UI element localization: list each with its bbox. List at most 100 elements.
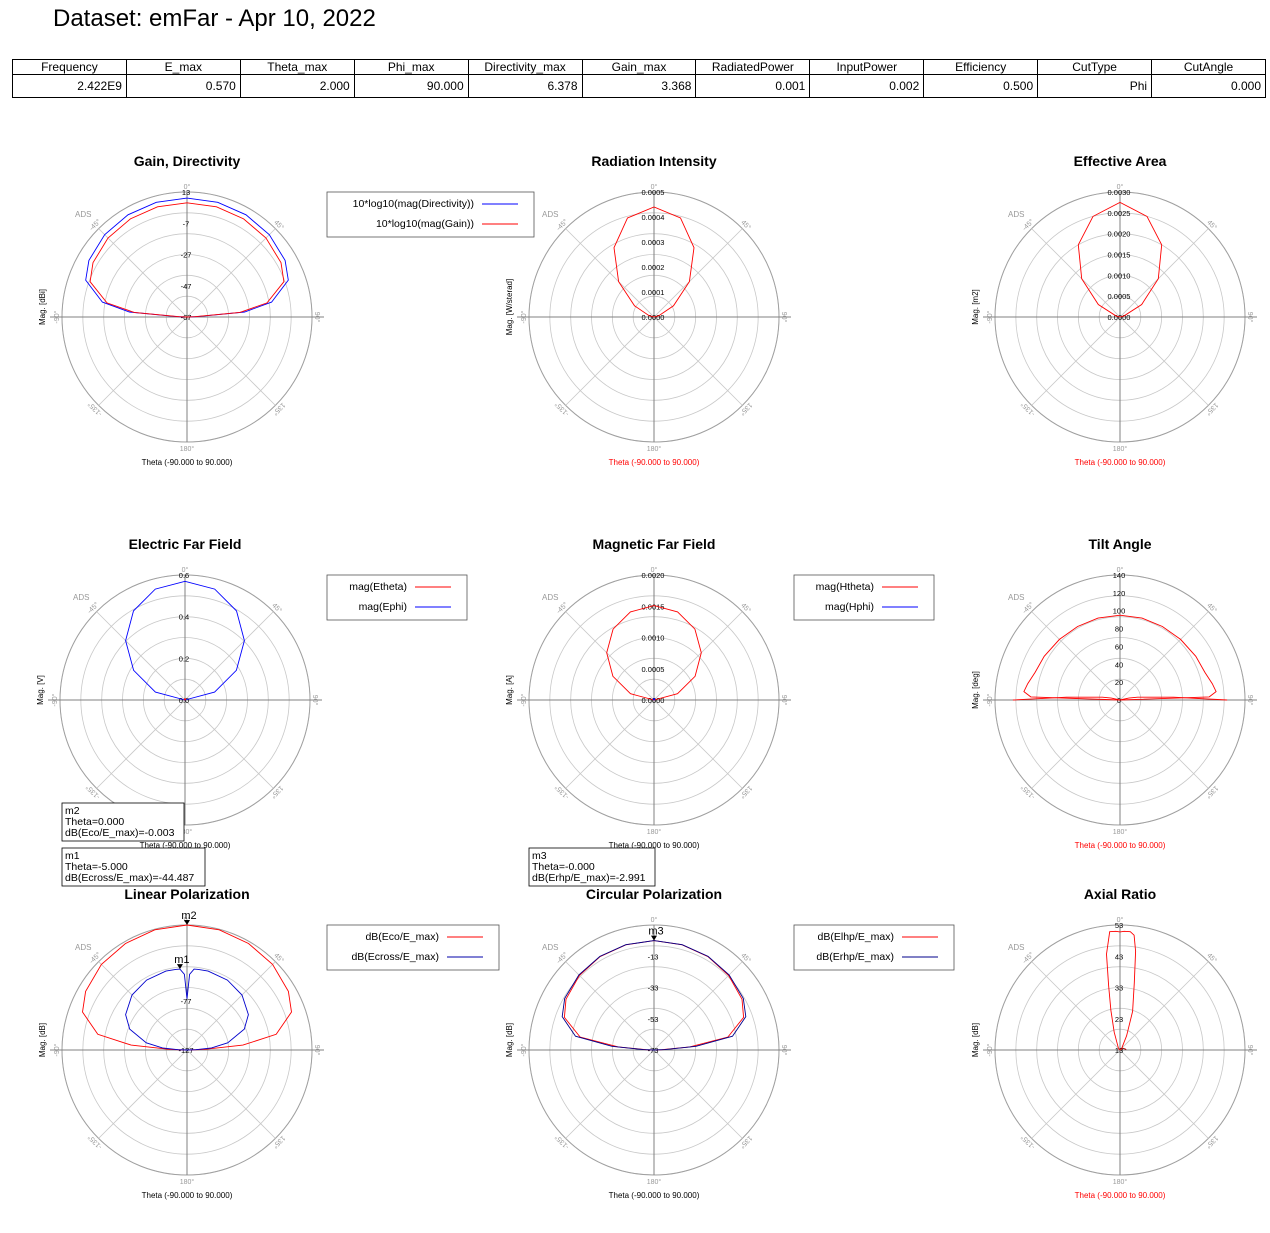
marker-readout-text: Theta=-5.000 [65,861,128,873]
radial-tick-label: 13 [1115,1046,1123,1055]
radial-tick-label: 0.0010 [1108,271,1131,280]
table-cell: 0.570 [125,74,241,98]
angle-label: 0° [1117,916,1124,924]
radial-tick-label: 140 [1113,571,1126,580]
angle-label: 180° [178,828,193,836]
radial-tick-label: -77 [181,997,192,1006]
chart-title: Tilt Angle [1089,536,1152,552]
column-header: CutAngle [1151,59,1266,75]
radial-tick-label: -53 [648,1015,659,1024]
angle-label: 90° [780,695,788,706]
radial-tick-label: 40 [1115,660,1123,669]
radial-tick-label: 0.0010 [642,634,665,643]
marker-label: m1 [174,954,189,966]
column-header: Directivity_max [467,59,583,75]
legend-label: mag(Hphi) [825,601,874,613]
watermark: ADS [1008,943,1024,952]
angle-label: 90° [1246,1045,1254,1056]
series-line [1119,696,1228,701]
radial-tick-label: -67 [181,313,192,322]
table-cell: 2.422E9 [12,74,127,98]
angle-label: 180° [180,1178,195,1186]
angle-label: -90° [51,693,59,706]
x-axis-label: Theta (-90.000 to 90.000) [142,458,233,467]
angle-label: 0° [651,566,658,574]
chart-effective-area: Effective Area0°45°90°135°180°-135°-90°-… [971,153,1257,467]
chart-title: Effective Area [1074,153,1167,169]
radial-tick-label: 0.0020 [1108,230,1131,239]
legend-label: dB(Elhp/E_max) [818,931,894,943]
watermark: ADS [73,593,89,602]
series-line [652,697,656,701]
chart-title: Circular Polarization [586,886,722,902]
y-axis-label: Mag. [V] [36,675,45,705]
radial-tick-label: 80 [1115,625,1123,634]
angle-label: 180° [647,828,662,836]
angle-label: -90° [986,1043,994,1056]
table-cell: 90.000 [353,74,469,98]
marker-readout-text: dB(Erhp/E_max)=-2.991 [532,872,646,884]
marker-triangle [184,920,190,926]
y-axis-label: Mag. [W/sterad] [505,279,514,335]
radial-tick-label: 20 [1115,678,1123,687]
chart-title: Magnetic Far Field [593,536,716,552]
marker-label: m2 [181,910,196,922]
legend-label: mag(Htheta) [816,581,874,593]
radial-tick-label: 60 [1115,642,1123,651]
angle-label: 0° [182,566,189,574]
x-axis-label: Theta (-90.000 to 90.000) [609,841,700,850]
angle-label: 0° [1117,566,1124,574]
legend-box [326,574,468,621]
legend-label: mag(Etheta) [349,581,407,593]
series-line [89,202,285,318]
radial-tick-label: 33 [1115,984,1123,993]
radial-tick-label: 0.0015 [642,602,665,611]
column-header: InputPower [809,59,925,75]
angle-label: -90° [520,1043,528,1056]
y-axis-label: Mag. [dBi] [38,289,47,325]
angle-label: 0° [184,916,191,924]
radial-tick-label: -127 [178,1046,193,1055]
marker-readout-text: m2 [65,805,80,817]
angle-label: 90° [780,312,788,323]
page-title: Dataset: emFar - Apr 10, 2022 [53,5,376,32]
radial-tick-label: 0.6 [179,571,189,580]
marker-triangle [651,935,657,941]
radial-tick-label: 23 [1115,1015,1123,1024]
chart-electric-far-field: Electric Far Field0°45°90°135°180°-135°-… [36,536,468,850]
column-header: RadiatedPower [695,59,811,75]
radial-tick-label: 0.0005 [642,665,665,674]
marker-label: m3 [648,926,663,938]
radial-tick-label: 0.2 [179,654,189,663]
angle-label: 0° [651,183,658,191]
radial-tick-label: 100 [1113,607,1126,616]
angle-label: -90° [986,310,994,323]
chart-linear-polarization: Linear Polarization0°45°90°135°180°-135°… [38,802,500,1200]
series-line [1012,696,1121,701]
watermark: ADS [75,210,91,219]
marker-readout-text: dB(Eco/E_max)=-0.003 [65,827,175,839]
chart-title: Electric Far Field [129,536,242,552]
angle-label: -90° [53,1043,61,1056]
legend-label: mag(Ephi) [359,601,407,613]
column-header: CutType [1037,59,1153,75]
radial-tick-label: 53 [1115,921,1123,930]
legend-box [326,924,500,971]
chart-title: Axial Ratio [1084,886,1156,902]
legend-label: 10*log10(mag(Directivity)) [353,198,474,210]
y-axis-label: Mag. [dB] [505,1023,514,1057]
legend-label: dB(Erhp/E_max) [816,951,894,963]
radial-tick-label: 0.0025 [1108,209,1131,218]
radial-tick-label: 0.4 [179,613,189,622]
angle-label: 180° [1113,828,1128,836]
angle-label: 90° [311,695,319,706]
table-cell: 0.002 [809,74,925,98]
angle-label: -90° [986,693,994,706]
watermark: ADS [1008,593,1024,602]
watermark: ADS [1008,210,1024,219]
angle-label: 90° [313,1045,321,1056]
series-line [1106,930,1137,1051]
radial-tick-label: 13 [182,188,190,197]
